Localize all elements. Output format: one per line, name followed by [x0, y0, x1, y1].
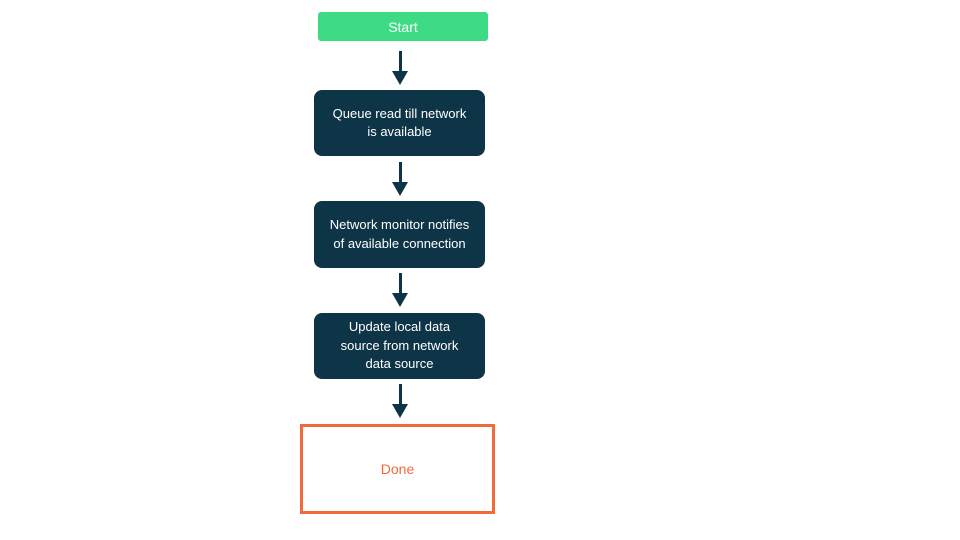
flowchart-node-done: Done [300, 424, 495, 514]
node-network-monitor-label: Network monitor notifies of available co… [329, 217, 470, 251]
arrow-stem [398, 51, 402, 71]
arrow-head [392, 404, 408, 418]
node-done-label: Done [380, 461, 415, 477]
node-queue-read-label: Queue read till network is available [332, 105, 467, 140]
flow-arrow-down-icon [392, 162, 408, 196]
node-start-label: Start [388, 18, 418, 35]
flow-arrow-down-icon [392, 384, 408, 418]
flowchart-node-update-local-data: Update local data source from network da… [314, 313, 485, 379]
arrow-stem [398, 162, 402, 182]
flow-arrow-down-icon [392, 273, 408, 307]
flowchart-node-start: Start [318, 12, 488, 41]
flowchart-node-network-monitor: Network monitor notifies of available co… [314, 201, 485, 268]
arrow-stem [398, 273, 402, 293]
arrow-stem [398, 384, 402, 404]
flow-arrow-down-icon [392, 51, 408, 85]
arrow-head [392, 71, 408, 85]
flowchart-node-queue-read: Queue read till network is available [314, 90, 485, 156]
node-update-local-data-label: Update local data source from network da… [340, 319, 459, 372]
arrow-head [392, 182, 408, 196]
arrow-head [392, 293, 408, 307]
